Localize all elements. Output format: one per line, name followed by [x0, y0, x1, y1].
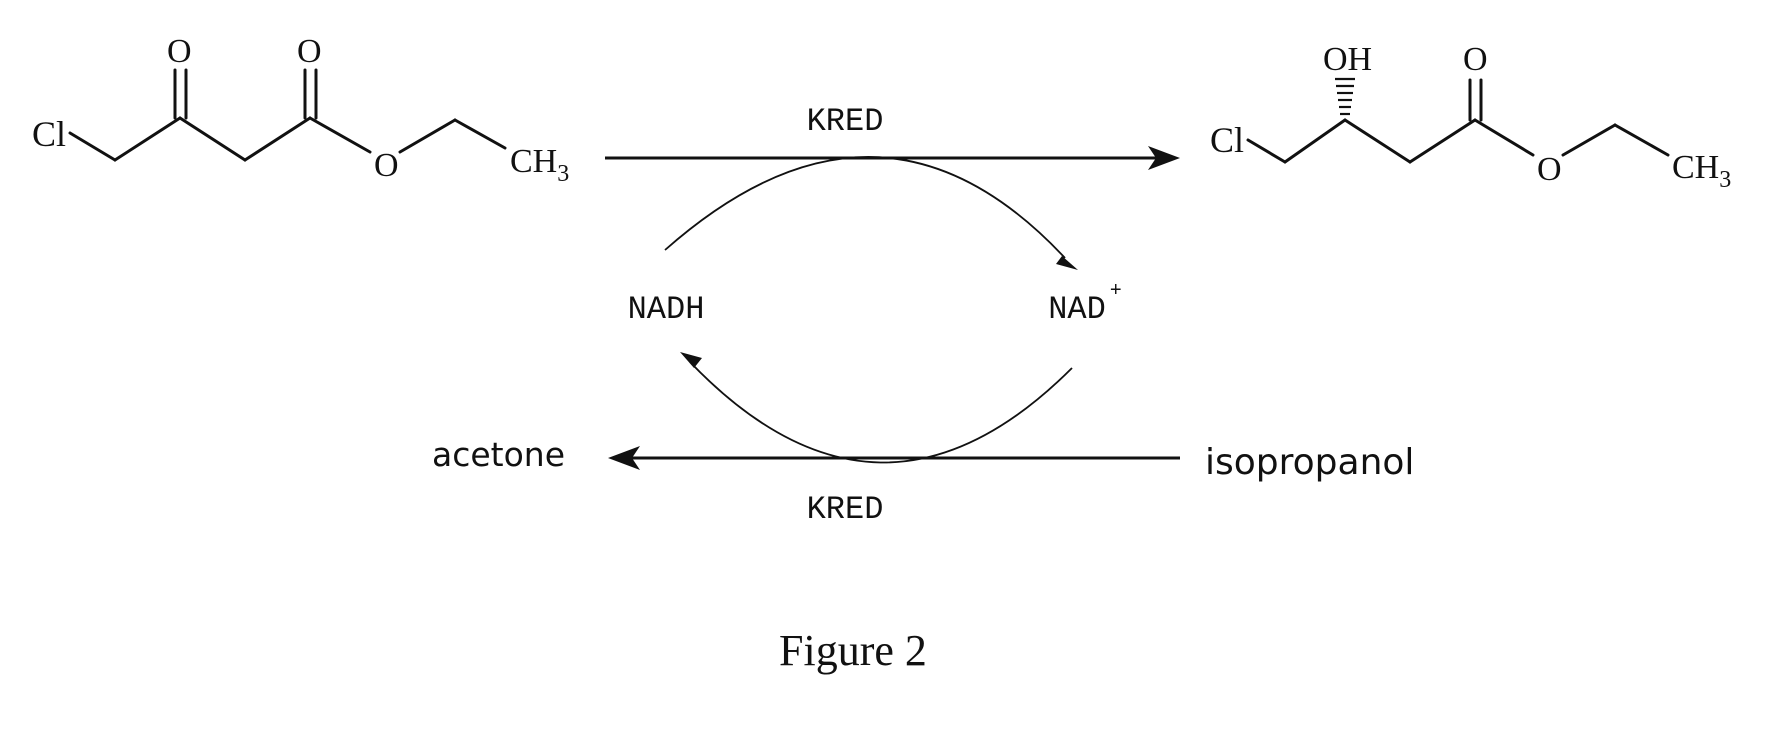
regen-arrow-head	[608, 446, 640, 470]
product-ch3-label: CH3	[1672, 149, 1731, 193]
reactant-ch3-label: CH3	[510, 143, 569, 187]
cofactor-cycle: NADH NAD+	[628, 156, 1122, 464]
bond-p-cl-c1	[1246, 138, 1287, 164]
product-ester-o-label: O	[1537, 151, 1562, 188]
bond-p-c3-c4	[1408, 118, 1477, 164]
product-structure: Cl OH O O CH3	[1210, 41, 1731, 193]
regeneration-arrow: KRED isopropanol acetone	[432, 435, 1414, 528]
bond-p-o-ch2	[1561, 123, 1617, 157]
bond-p-c1-c2	[1283, 118, 1347, 164]
bond-o-ch2	[398, 118, 457, 154]
arc-top-arrowhead	[1056, 256, 1078, 270]
reactant-ester-o-label: O	[374, 147, 399, 184]
reactant-cl-label: Cl	[32, 114, 66, 154]
main-arrow-head	[1148, 146, 1180, 170]
bond-p-c2-c3	[1343, 118, 1412, 164]
figure-caption: Figure 2	[779, 626, 927, 675]
bond-cl-c1	[68, 131, 117, 162]
arc-nad-to-nadh	[689, 361, 1073, 464]
reactant-ketone-o-label: O	[167, 33, 192, 70]
bond-ch2-ch3	[453, 118, 507, 150]
bond-c2-c3	[178, 116, 247, 162]
cosubstrate-label: isopropanol	[1205, 442, 1414, 483]
reactant-structure: Cl O O O CH3	[32, 33, 569, 187]
bond-c1-c2	[113, 116, 182, 162]
bond-p-c4-o	[1473, 118, 1535, 157]
bond-p-ch2-ch3	[1613, 123, 1670, 157]
arc-bottom-arrowhead	[680, 352, 702, 368]
product-cl-label: Cl	[1210, 120, 1244, 160]
cofactor-nad-label: NAD+	[1048, 280, 1122, 328]
stereo-hashed-wedge	[1335, 77, 1355, 116]
bond-c4-o	[308, 116, 372, 154]
bond-c3-c4	[243, 116, 312, 162]
product-oh-label: OH	[1323, 41, 1372, 78]
arc-nadh-to-nad	[664, 156, 1066, 259]
enzyme-label-bottom: KRED	[807, 491, 884, 528]
reactant-ester-carbonyl-o-label: O	[297, 33, 322, 70]
cofactor-nadh-label: NADH	[628, 291, 705, 328]
enzyme-label-top: KRED	[807, 103, 884, 140]
product-ester-carbonyl-o-label: O	[1463, 41, 1488, 78]
main-reaction-arrow: KRED	[605, 103, 1180, 170]
coproduct-label: acetone	[432, 435, 565, 474]
